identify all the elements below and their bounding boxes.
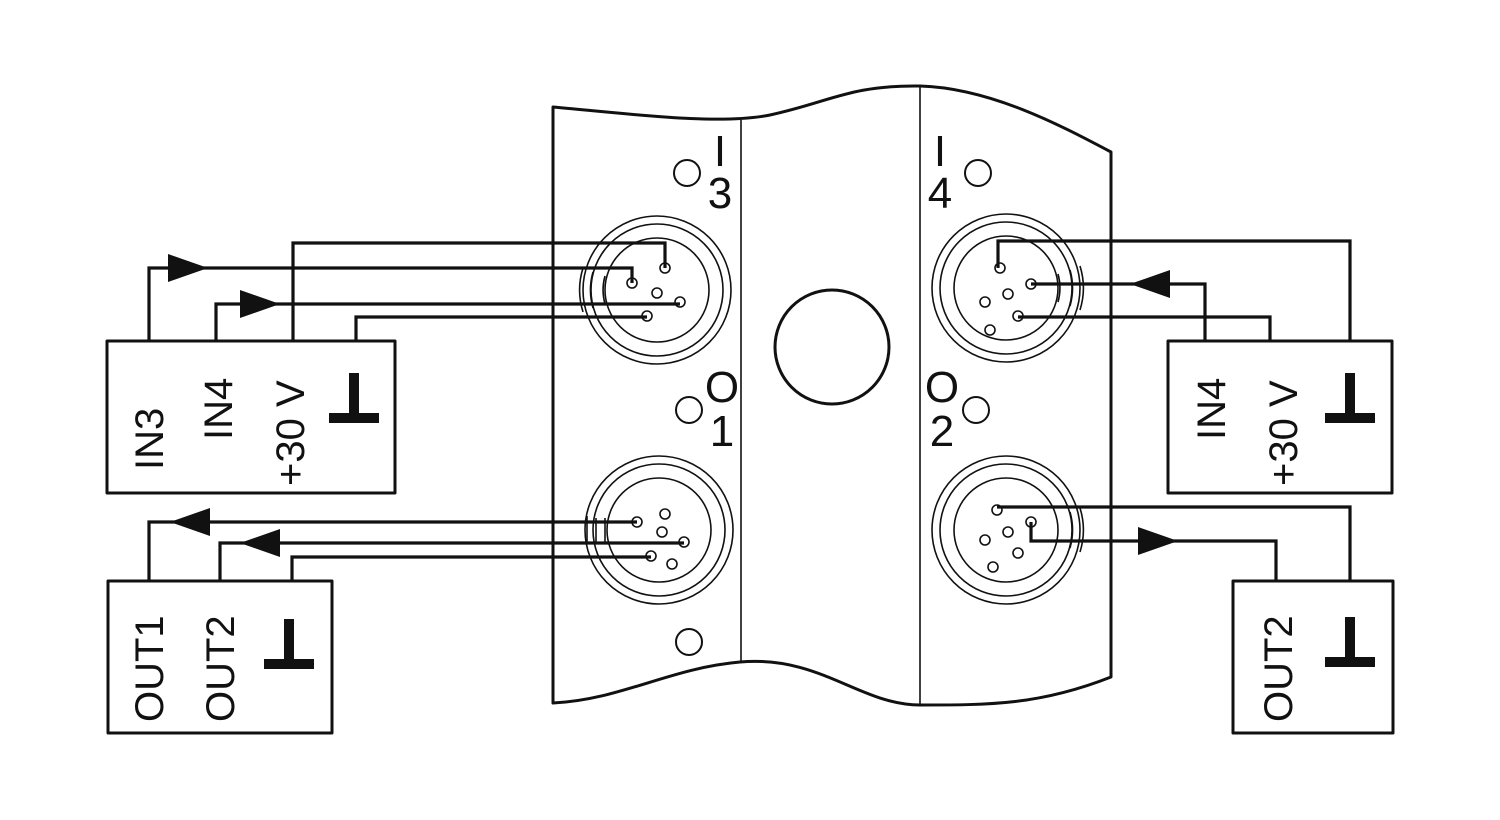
- port-label-o1-letter: O: [705, 363, 739, 412]
- m12-connector-icon: [931, 455, 1085, 605]
- port-label-i4-letter: I: [934, 127, 946, 176]
- ground-symbol-icon: [1325, 373, 1375, 423]
- wire-in3: [147, 266, 634, 341]
- wire-out2: [218, 541, 684, 581]
- arrow-out2-right: [1138, 527, 1178, 555]
- led-indicator-icon: [675, 396, 703, 424]
- label-out1: OUT1: [128, 615, 172, 722]
- wire-gnd: [354, 315, 647, 341]
- mounting-hole: [773, 288, 891, 406]
- label-in4-right: IN4: [1190, 378, 1234, 440]
- port-label-o1-number: 1: [710, 407, 734, 456]
- arrow-in3: [168, 254, 208, 282]
- wire-in4: [214, 302, 680, 341]
- arrow-in4-right: [1130, 270, 1170, 298]
- input-device-box-left: [105, 339, 397, 495]
- wire-30v-right: [996, 239, 1352, 341]
- label-in4: IN4: [197, 378, 241, 440]
- ground-symbol-icon: [264, 619, 314, 669]
- module-body: [551, 84, 1113, 707]
- input-device-box-right: [1166, 339, 1394, 495]
- wire-gnd-out: [290, 555, 651, 581]
- led-indicator-icon: [673, 159, 701, 187]
- label-out2: OUT2: [199, 615, 243, 722]
- output-device-box-right: [1231, 579, 1395, 735]
- arrow-out1: [170, 508, 210, 536]
- label-30v-right: +30 V: [1262, 380, 1306, 486]
- port-label-i3-number: 3: [708, 169, 732, 218]
- label-out2-right: OUT2: [1257, 615, 1301, 722]
- led-indicator-icon: [964, 159, 992, 187]
- wire-30v: [291, 241, 667, 341]
- port-label-o2-letter: O: [925, 363, 959, 412]
- wire-out1: [147, 520, 637, 581]
- led-indicator-icon: [675, 628, 703, 656]
- m12-connector-icon: [578, 215, 732, 365]
- port-label-i3-letter: I: [714, 127, 726, 176]
- m12-connector-icon: [931, 213, 1085, 363]
- m12-connector-icon: [584, 455, 734, 605]
- arrow-in4: [240, 290, 280, 318]
- led-indicator-icon: [962, 396, 990, 424]
- label-30v: +30 V: [269, 380, 313, 486]
- arrow-out2: [240, 529, 280, 557]
- ground-symbol-icon: [329, 373, 379, 423]
- wire-gnd-out-right: [997, 505, 1352, 581]
- label-in3: IN3: [128, 408, 172, 470]
- port-label-o2-number: 2: [930, 407, 954, 456]
- wire-gnd-right: [1018, 315, 1272, 341]
- ground-symbol-icon: [1325, 617, 1375, 667]
- wire-in4-right: [1031, 282, 1207, 341]
- port-label-i4-number: 4: [928, 169, 952, 218]
